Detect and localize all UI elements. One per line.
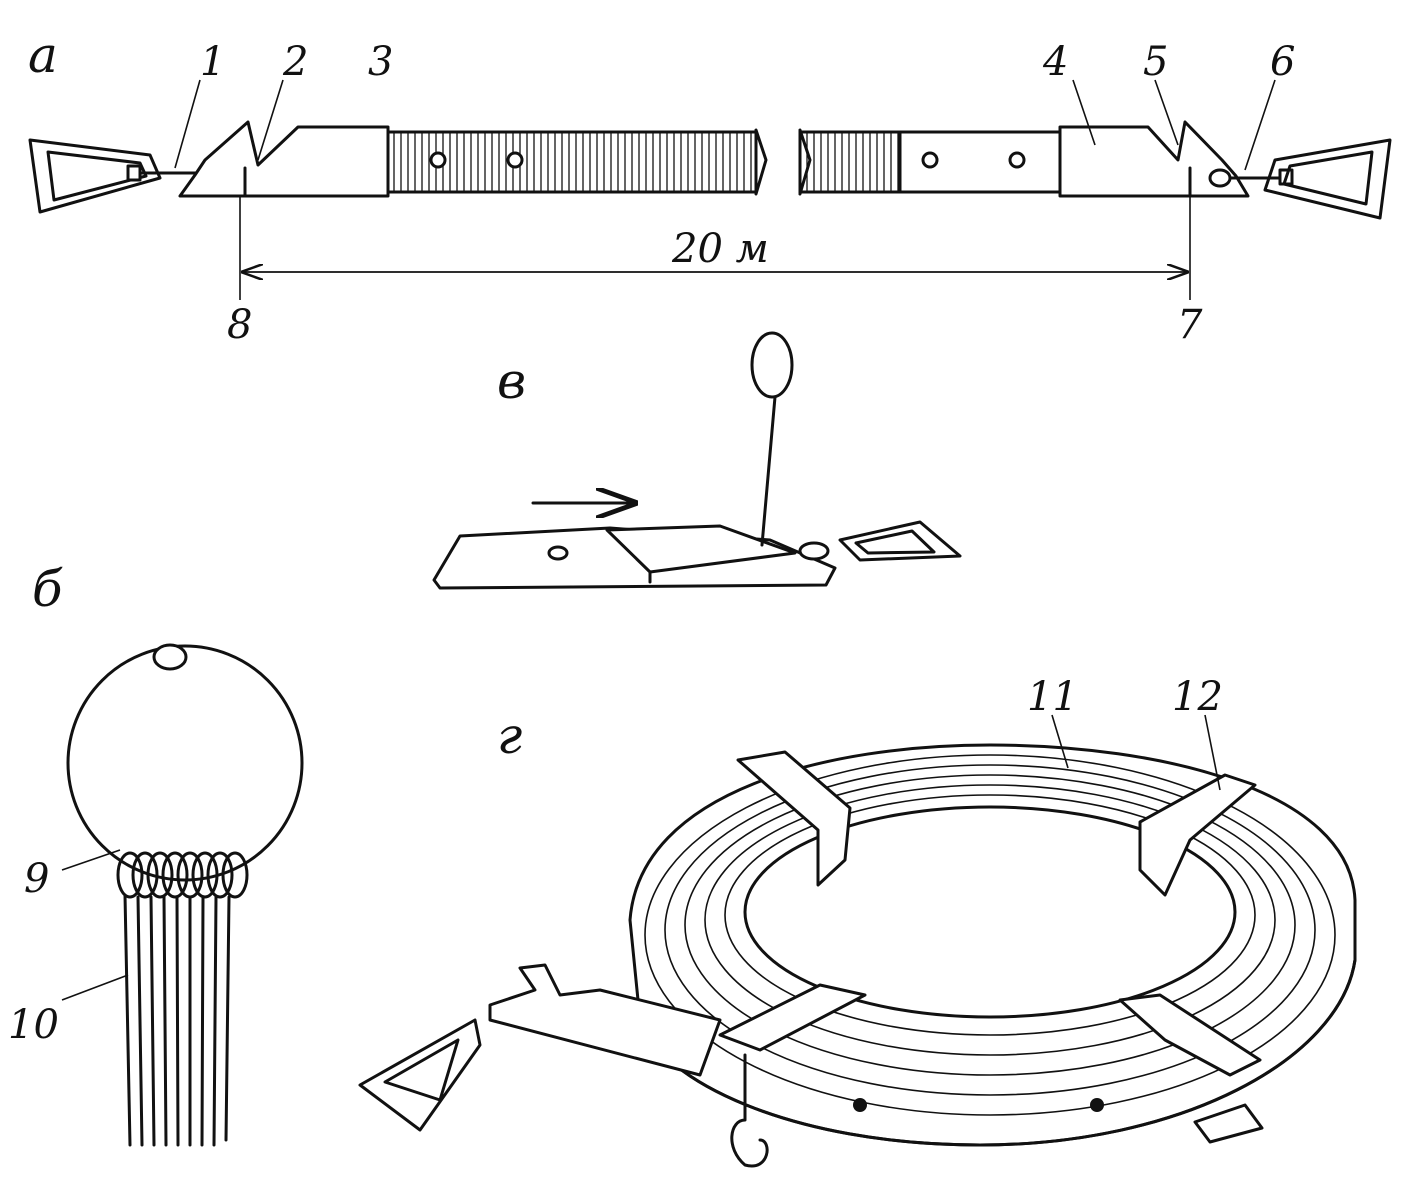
callout-12: 12 (1172, 674, 1223, 720)
callout-1: 1 (200, 39, 225, 85)
pin-coils (116, 851, 249, 899)
pin-handle (838, 520, 962, 562)
callout-2: 2 (282, 39, 308, 85)
tape-end-handle (358, 1018, 482, 1132)
callout-9: 9 (24, 856, 49, 902)
callout-11: 11 (1027, 674, 1078, 720)
callout-4: 4 (1042, 39, 1068, 85)
carry-ring (66, 644, 304, 882)
panel-label-g: г (497, 707, 522, 765)
panel-label-v: в (497, 352, 526, 410)
callout-6: 6 (1270, 39, 1295, 85)
panel-label-b: б (32, 560, 63, 618)
pin-shafts (123, 893, 231, 1147)
callout-3: 3 (368, 39, 393, 85)
frame-hook (730, 1053, 769, 1168)
callout-8: 8 (227, 302, 252, 348)
right-handle (1263, 138, 1392, 220)
tape-end-with-hook (488, 963, 722, 1077)
right-eyelet (1208, 168, 1232, 188)
tape-windings (644, 754, 1336, 1116)
panel-g-wound-tape (358, 714, 1357, 1168)
left-end-plate (178, 120, 390, 198)
reel-hole (743, 805, 1237, 1019)
panel-label-a: а (28, 26, 58, 84)
panel-v-pin-detail (432, 331, 962, 590)
callout-5: 5 (1143, 39, 1168, 85)
callout-7: 7 (1177, 302, 1203, 348)
pin-ring (750, 331, 794, 399)
left-handle (28, 138, 162, 214)
dimension-label: 20 м (671, 226, 769, 272)
left-swivel (126, 164, 142, 182)
tape-left-segment (386, 130, 758, 194)
frame-brackets (718, 750, 1264, 1144)
measuring-pin (760, 395, 777, 547)
ring-clasp (152, 643, 188, 671)
callout-10: 10 (8, 1002, 59, 1048)
panel-a-tape (28, 79, 1392, 300)
sliding-clip (605, 524, 797, 574)
panel-b-pins-on-ring (61, 643, 304, 1147)
